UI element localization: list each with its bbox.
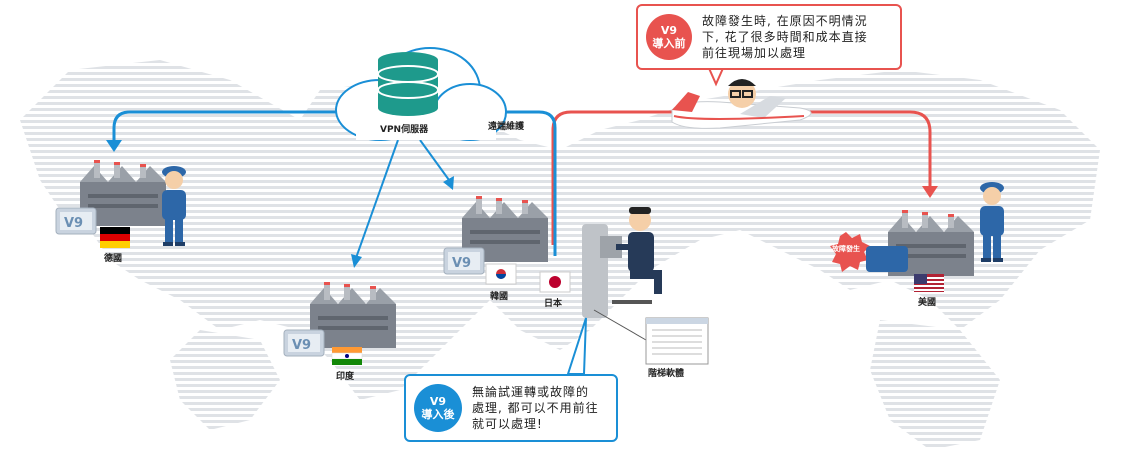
callout-after-line: 就可以處理!	[472, 417, 543, 431]
badge-before-line2: 導入前	[652, 37, 686, 50]
badge-before: V9 導入前	[646, 14, 692, 60]
flag-japan	[539, 271, 571, 293]
device-label: V9	[64, 216, 84, 231]
airplane	[671, 79, 812, 129]
callout-before-text: 故障發生時, 在原因不明情況 下, 花了很多時間和成本直接 前往現場加以處理	[702, 13, 868, 61]
badge-after-line2: 導入後	[421, 408, 455, 421]
country-india: 印度	[336, 372, 355, 382]
office-engineer	[582, 207, 662, 318]
country-germany: 德國	[104, 254, 123, 264]
badge-after: V9 導入後	[414, 384, 462, 432]
callout-before: V9 導入前 故障發生時, 在原因不明情況 下, 花了很多時間和成本直接 前往現…	[636, 4, 902, 70]
callout-after-text: 無論試運轉或故障的 處理, 都可以不用前往 就可以處理!	[472, 384, 599, 432]
callout-after-line: 處理, 都可以不用前往	[472, 401, 599, 415]
warning-sign	[830, 232, 908, 272]
flag-germany	[100, 227, 130, 248]
remote-path	[112, 110, 557, 256]
callout-before-line: 故障發生時, 在原因不明情況	[702, 14, 868, 28]
flag-korea	[485, 263, 517, 285]
callout-before-line: 前往現場加以處理	[702, 46, 807, 60]
software-window	[593, 309, 709, 365]
cloud-server	[335, 47, 507, 141]
world-map	[20, 60, 1100, 450]
callout-before-line: 下, 花了很多時間和成本直接	[702, 30, 868, 44]
warning-label: 故障發生	[832, 245, 860, 253]
software-label: 階梯軟體	[648, 369, 685, 379]
badge-after-line1: V9	[429, 395, 447, 408]
cloud-label: VPN伺服器	[380, 125, 429, 135]
flag-india	[331, 347, 363, 365]
country-korea: 韓國	[490, 292, 509, 302]
country-usa: 美國	[918, 298, 937, 308]
country-japan: 日本	[544, 299, 563, 309]
flag-usa	[914, 274, 944, 292]
device-label: V9	[452, 256, 472, 271]
remote-maintenance-label: 遠端維護	[488, 122, 525, 132]
badge-before-line1: V9	[660, 24, 678, 37]
callout-after-line: 無論試運轉或故障的	[472, 385, 590, 399]
device-label: V9	[292, 338, 312, 353]
callout-after: V9 導入後 無論試運轉或故障的 處理, 都可以不用前往 就可以處理!	[404, 374, 618, 442]
